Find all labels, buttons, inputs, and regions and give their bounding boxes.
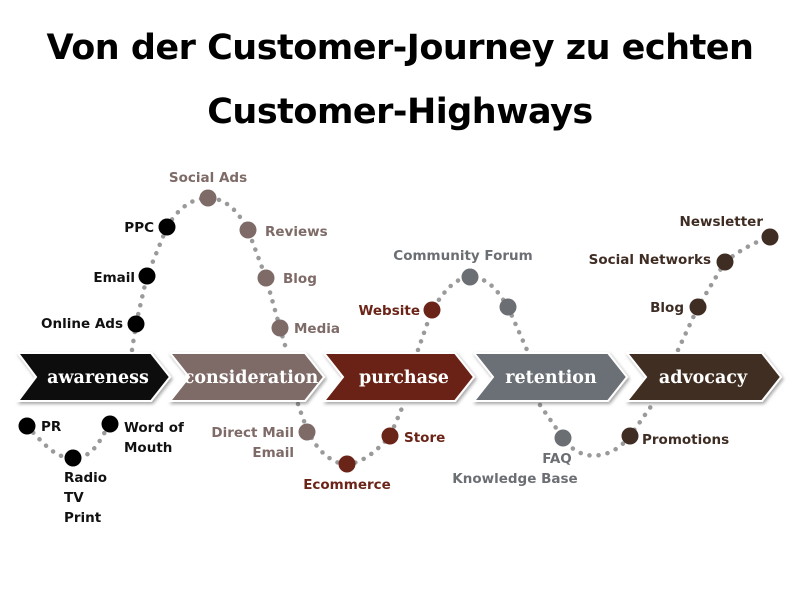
label-social-networks: Social Networks [589,252,711,268]
dot-email [138,267,156,285]
stage-purchase [321,352,476,402]
dot-promotions [621,427,639,445]
dot-word-of-mouth [101,415,119,433]
label-blog-2: Blog [650,300,684,316]
path-purchase-upper [415,274,530,353]
label-email-2: Email [252,445,294,461]
dot-newsletter [761,228,779,246]
dot-pr [18,417,36,435]
label-social-ads: Social Ads [169,170,247,186]
dot-social-networks [716,253,734,271]
dot-direct-mail-email [298,423,316,441]
label-reviews: Reviews [265,224,328,240]
dot-ecommerce [338,455,356,473]
label-website: Website [358,303,420,319]
label-knowledge-base: Knowledge Base [452,471,577,487]
path-awareness-upper [129,224,170,353]
label-community-forum: Community Forum [393,248,532,264]
stage-awareness [16,352,172,402]
dot-radio-tv-print [64,449,82,467]
dot-ppc [158,218,176,236]
path-awareness-lower [24,421,113,461]
dot-retention-upper [499,298,517,316]
stage-label-consideration: consideration [184,368,319,388]
title-line-2: Customer-Highways [207,92,593,132]
dot-community-forum [461,268,479,286]
stage-label-purchase: purchase [359,368,449,388]
dot-media [271,319,289,337]
dot-blog-advocacy [689,298,707,316]
label-blog: Blog [283,271,317,287]
dot-reviews [239,221,257,239]
label-ppc: PPC [124,220,154,236]
dot-online-ads [127,315,145,333]
label-newsletter: Newsletter [680,214,764,230]
stage-consideration [167,352,326,402]
stage-label-advocacy: advocacy [659,368,748,388]
label-faq: FAQ [542,451,572,467]
dot-social-ads [199,189,217,207]
stage-label-retention: retention [505,368,597,388]
label-tv: TV [64,490,84,506]
stage-retention [471,352,629,402]
label-print: Print [64,510,102,526]
label-direct-mail: Direct Mail [211,425,294,441]
dot-store [381,427,399,445]
label-word-of-mouth-1: Word of [124,420,184,436]
dot-website [423,301,441,319]
label-promotions: Promotions [642,432,729,448]
title-line-1: Von der Customer-Journey zu echten [46,28,754,68]
stage-advocacy [624,352,783,402]
label-ecommerce: Ecommerce [303,477,391,493]
label-pr: PR [41,419,62,435]
label-media: Media [294,321,340,337]
dot-blog [257,269,275,287]
label-radio: Radio [64,470,107,486]
label-email: Email [93,270,135,286]
label-online-ads: Online Ads [41,316,123,332]
dot-faq-knowledge-base [554,429,572,447]
label-store: Store [404,430,445,446]
stage-label-awareness: awareness [47,368,149,388]
label-word-of-mouth-2: Mouth [124,440,172,456]
